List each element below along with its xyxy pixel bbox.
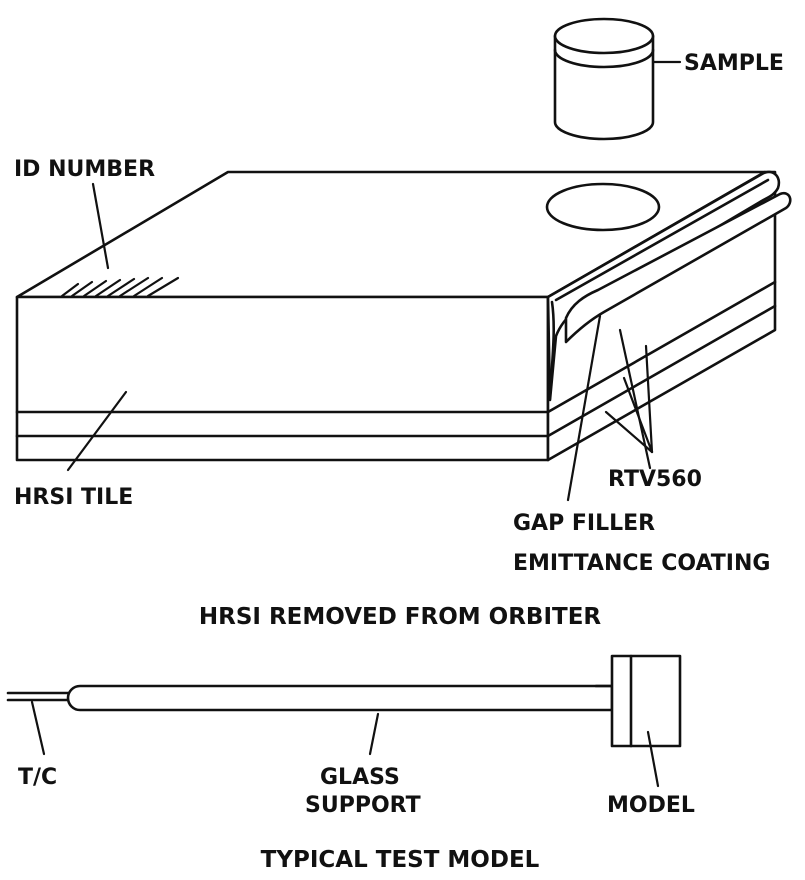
sample-body — [553, 34, 655, 141]
glass-support-rod — [66, 684, 614, 712]
label-emittance-coating: EMITTANCE COATING — [513, 551, 770, 576]
gap-filler-strip — [546, 170, 781, 402]
test-model-drawing — [6, 654, 682, 748]
leader-glass — [368, 712, 380, 756]
caption-top: HRSI REMOVED FROM ORBITER — [199, 604, 602, 630]
label-model: MODEL — [607, 793, 695, 818]
sample-cutout — [545, 182, 661, 232]
leader-rtv560-b — [604, 410, 654, 454]
model-block — [610, 654, 682, 748]
leader-rtv560-c — [644, 344, 654, 454]
label-gap-filler: GAP FILLER — [513, 511, 655, 536]
gap-filler-lip — [564, 191, 792, 344]
leader-rtv560-a — [622, 376, 654, 454]
leader-tc — [30, 700, 46, 756]
sample-top — [553, 17, 655, 55]
gap-filler-edge — [548, 300, 556, 400]
label-hrsi-tile: HRSI TILE — [14, 485, 133, 510]
label-support: SUPPORT — [305, 793, 421, 818]
label-glass: GLASS — [320, 765, 400, 790]
id-number-marks — [60, 276, 180, 298]
caption-bottom: TYPICAL TEST MODEL — [261, 847, 540, 873]
label-sample: SAMPLE — [684, 51, 784, 76]
label-rtv560: RTV560 — [608, 467, 702, 492]
leader-hrsi-tile — [66, 390, 128, 472]
sample-rim — [553, 48, 655, 69]
hrsi-tile-drawing — [15, 170, 792, 462]
bond-line-side-1 — [546, 280, 777, 414]
sample-cylinder — [553, 17, 655, 141]
label-tc: T/C — [18, 765, 57, 790]
leader-model — [646, 730, 660, 788]
leader-id-number — [91, 182, 110, 270]
leader-gap-filler — [566, 314, 602, 502]
label-id-number: ID NUMBER — [14, 157, 155, 182]
bond-line-side-2 — [546, 304, 777, 438]
gap-filler-fold — [554, 178, 770, 302]
